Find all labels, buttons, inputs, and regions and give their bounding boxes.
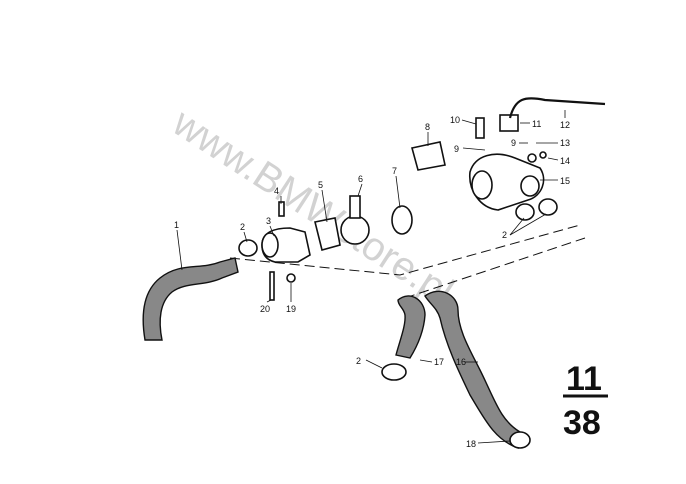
callout-12: 12 — [560, 120, 570, 130]
screw-part-4 — [278, 201, 285, 217]
callout-11: 11 — [532, 119, 541, 129]
callout-4: 4 — [274, 186, 279, 196]
clamp-part-2-right-a — [515, 203, 535, 221]
callout-16: 16 — [456, 357, 466, 367]
thermostat-part-6 — [340, 215, 370, 245]
callout-9-left: 9 — [454, 144, 459, 154]
clamp-part-2-left — [238, 239, 258, 257]
callout-18: 18 — [466, 439, 476, 449]
hose-part-12 — [508, 97, 606, 119]
switch-part-11 — [499, 114, 519, 132]
housing-outlet — [261, 232, 279, 258]
callout-14: 14 — [560, 156, 570, 166]
callout-20: 20 — [260, 304, 270, 314]
cover-part-8 — [411, 141, 446, 171]
callout-15: 15 — [560, 176, 570, 186]
callout-17: 17 — [434, 357, 444, 367]
bolt-part-20 — [269, 271, 275, 301]
callout-7: 7 — [392, 166, 397, 176]
housing-port-left — [471, 170, 493, 200]
hose-part-16 — [424, 290, 521, 449]
gasket-part-5 — [314, 217, 341, 251]
callout-labels: 1 2 3 4 5 6 7 8 9 10 11 12 13 14 15 2 9 … — [174, 115, 570, 449]
leader-lines — [176, 110, 566, 444]
callout-5: 5 — [318, 180, 323, 190]
sensor-part-10 — [475, 117, 485, 139]
callout-2-right: 2 — [502, 230, 507, 240]
callout-13: 13 — [560, 138, 570, 148]
housing-port-right — [520, 175, 540, 197]
routing-line-upper — [229, 224, 581, 276]
callout-6: 6 — [358, 174, 363, 184]
callout-19: 19 — [286, 304, 296, 314]
clamp-part-18 — [509, 431, 531, 449]
nut-part-14 — [539, 151, 547, 159]
section-number: 11 38 — [563, 360, 608, 442]
callout-2-lower: 2 — [356, 356, 361, 366]
callout-2-left: 2 — [240, 222, 245, 232]
callout-9-right: 9 — [511, 138, 516, 148]
callout-3: 3 — [266, 216, 271, 226]
washer-part-19 — [286, 273, 296, 283]
seal-ring-part-7 — [391, 205, 413, 235]
hose-part-17 — [395, 295, 426, 359]
clamp-part-2-lower — [381, 363, 407, 381]
callout-1: 1 — [174, 220, 179, 230]
callout-10: 10 — [450, 115, 460, 125]
fitting-part-13 — [527, 153, 537, 163]
thermostat-stem — [349, 195, 361, 219]
hose-part-1 — [142, 257, 239, 341]
callout-8: 8 — [425, 122, 430, 132]
section-bottom: 38 — [563, 404, 601, 442]
section-top: 11 — [566, 360, 602, 398]
clamp-part-2-right-b — [538, 198, 558, 216]
routing-line-lower — [404, 237, 586, 299]
